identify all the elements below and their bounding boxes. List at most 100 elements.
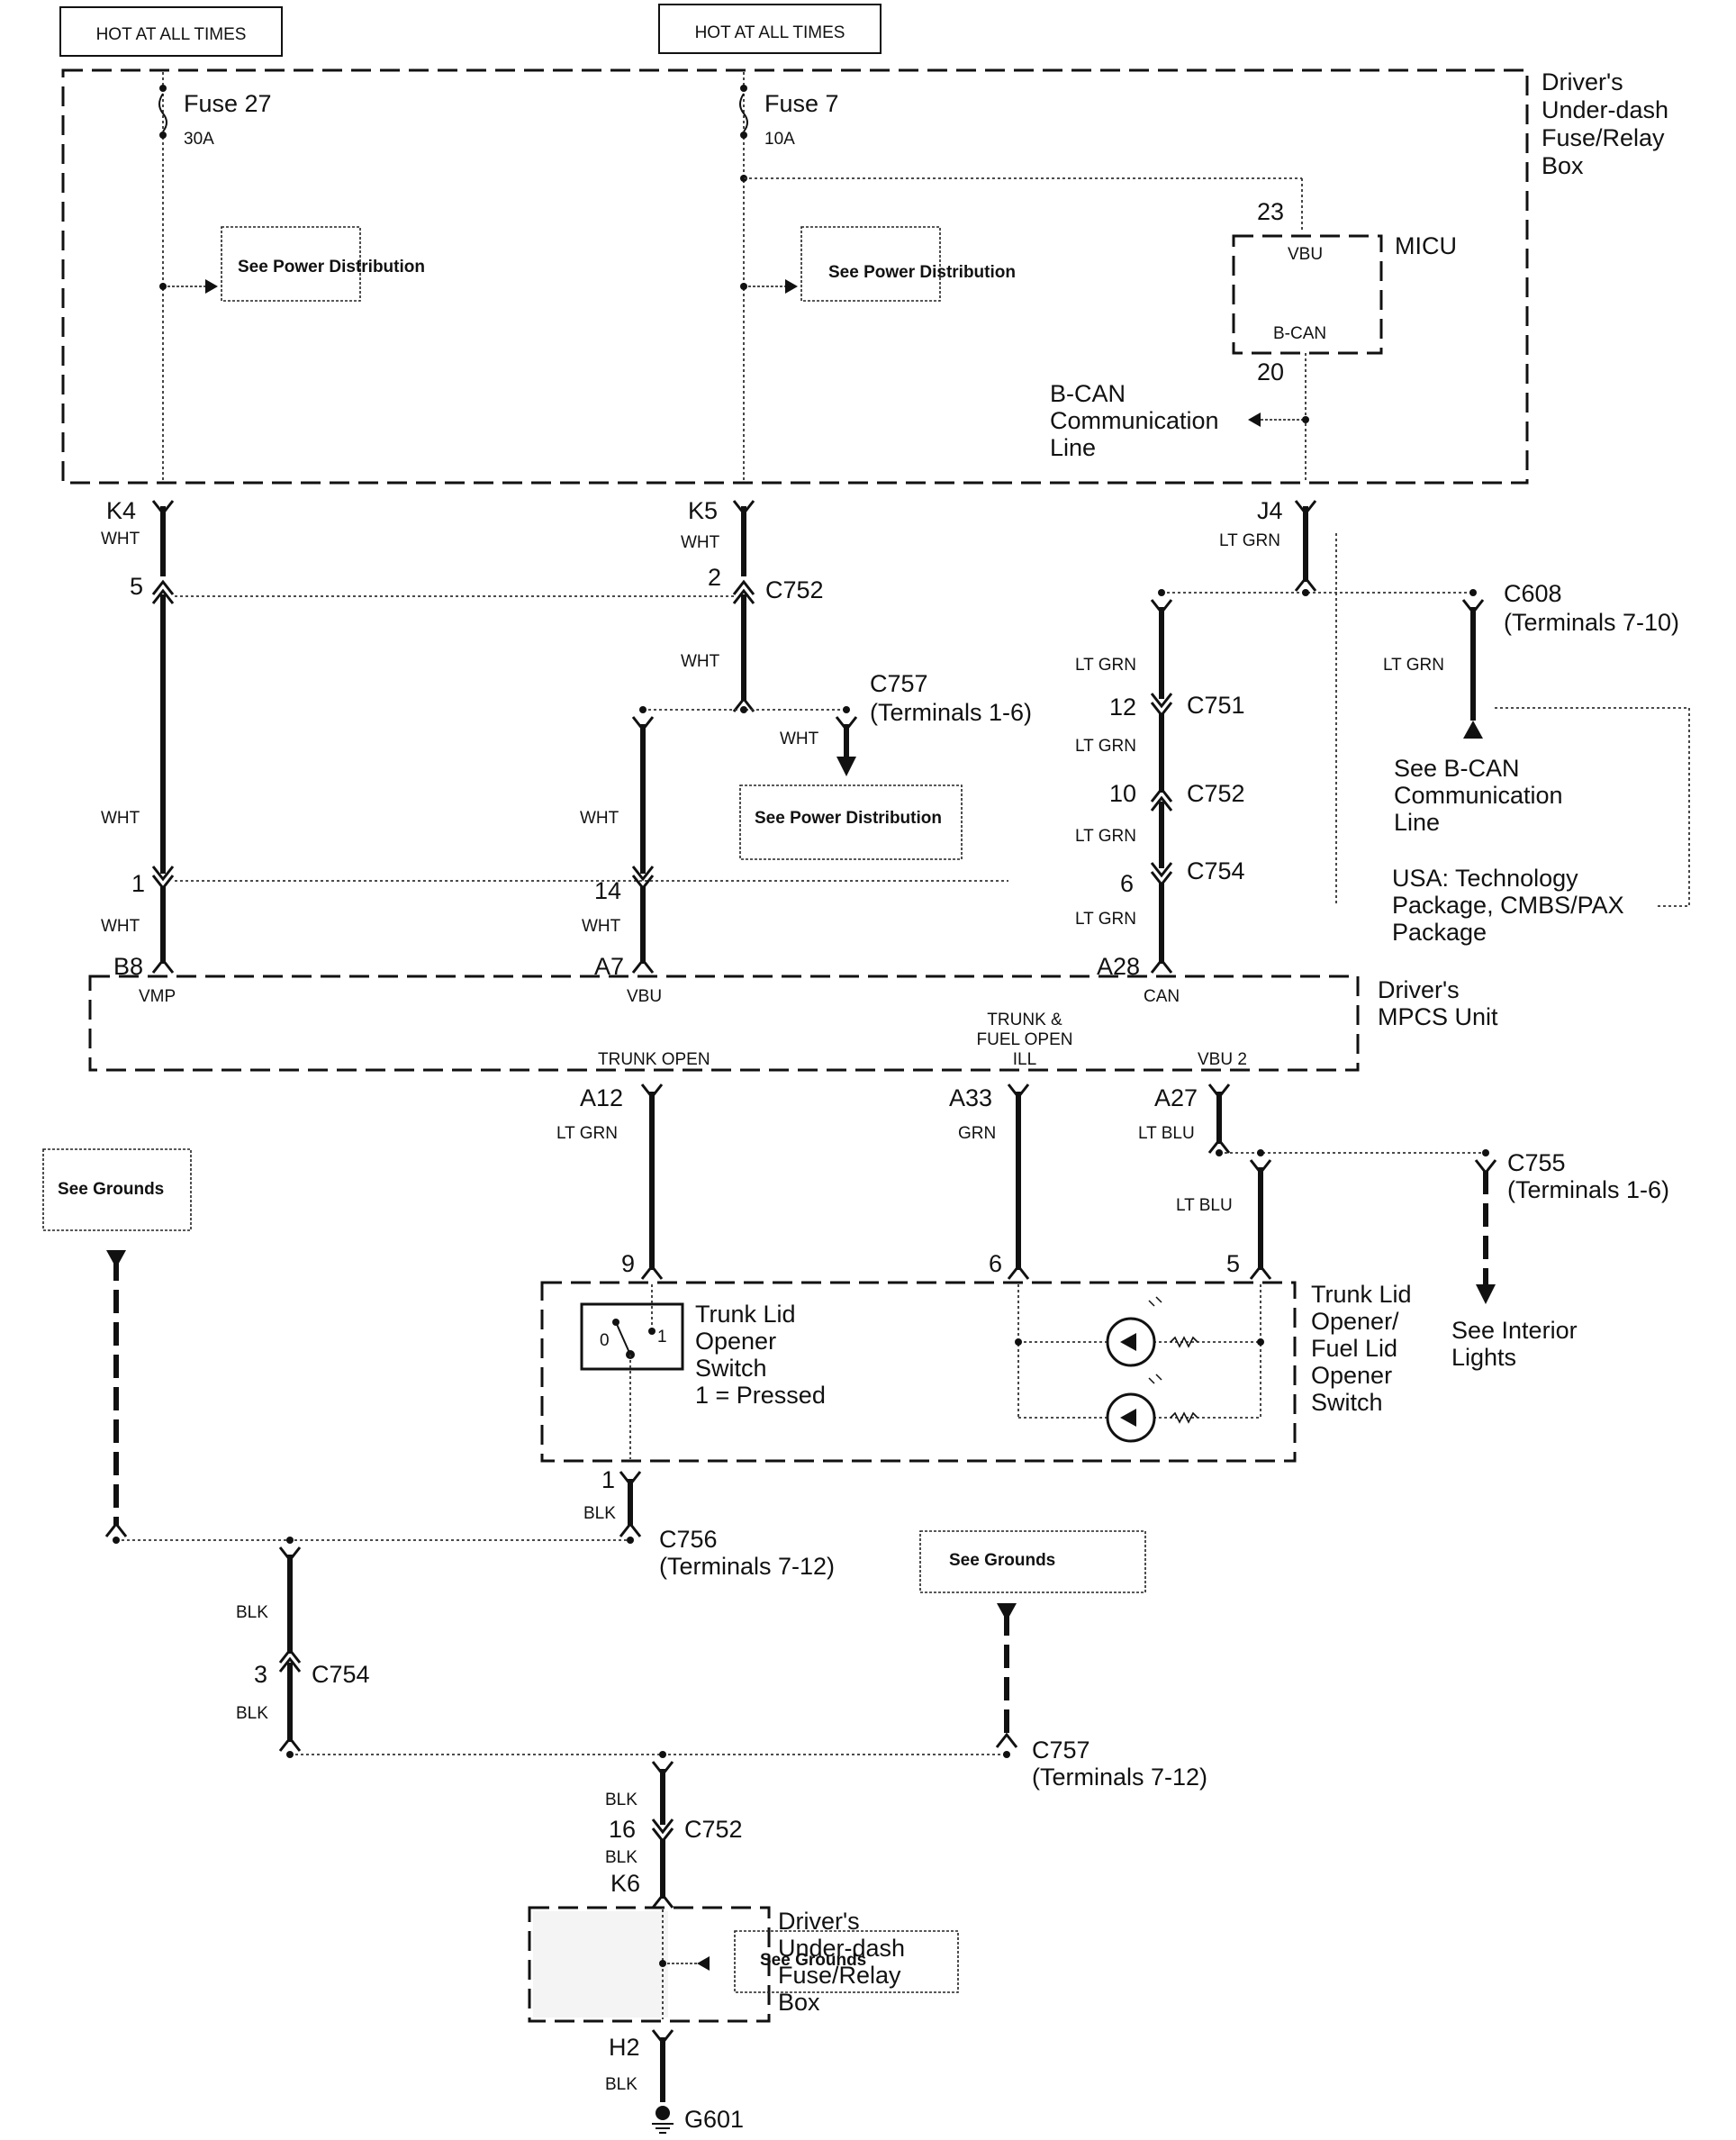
wire-color-label: BLK [605, 1791, 637, 1809]
pin-label: 9 [621, 1250, 635, 1277]
fuse-relay-box-top-label: Driver's Under-dash Fuse/Relay Box [1542, 68, 1668, 179]
wire-color-label: WHT [101, 917, 140, 936]
wire-h2[interactable] [651, 2029, 674, 2102]
wire-color-label: WHT [582, 917, 621, 936]
pin-label: 6 [1120, 870, 1134, 897]
svg-text:Opener: Opener [695, 1328, 776, 1355]
wire-c752-ground[interactable] [651, 1761, 674, 1909]
connector-c752: C752 [765, 576, 824, 603]
usa-package-note: USA: Technology Package, CMBS/PAX Packag… [1392, 865, 1624, 946]
switch-position-1: 1 [657, 1328, 667, 1347]
fuse-relay-box-top [61, 68, 1529, 485]
connector-terminals: (Terminals 1-6) [870, 699, 1032, 726]
wire-k4[interactable] [151, 500, 175, 974]
pin-label: 14 [594, 877, 621, 904]
svg-text:Fuel Lid: Fuel Lid [1311, 1335, 1397, 1362]
see-power-distribution-link[interactable]: See Power Distribution [238, 258, 425, 277]
svg-text:Fuse/Relay: Fuse/Relay [1542, 124, 1665, 151]
wire-color-label: WHT [681, 533, 720, 552]
svg-text:Under-dash: Under-dash [778, 1935, 905, 1962]
bcan-communication-line-label: B-CAN Communication Line [1050, 380, 1219, 461]
wire-vbu[interactable] [631, 716, 655, 974]
wire-c757-ground[interactable] [995, 1603, 1018, 1748]
wire-c608[interactable] [1461, 599, 1485, 739]
connector-c755: C755 [1507, 1149, 1566, 1176]
svg-text:Box: Box [778, 1989, 820, 2016]
mpcs-pin-vbu2: VBU 2 [1198, 1050, 1247, 1069]
fuse-7-rating: 10A [764, 130, 795, 149]
wire-color-label: LT GRN [556, 1124, 618, 1143]
wire-can[interactable] [1150, 599, 1173, 974]
see-grounds-link[interactable]: See Grounds [949, 1551, 1055, 1570]
connector-terminals: (Terminals 1-6) [1507, 1176, 1669, 1203]
wire-color-label: WHT [101, 530, 140, 549]
terminal-a27: A27 [1154, 1084, 1198, 1111]
wire-a27-branch[interactable] [1249, 1159, 1272, 1280]
wire-switch-ground[interactable] [619, 1471, 642, 1537]
mpcs-unit-label: Driver's MPCS Unit [1378, 976, 1498, 1030]
see-interior-lights-link[interactable]: See Interior Lights [1451, 1317, 1578, 1371]
wire-color-label: WHT [681, 652, 720, 671]
fuse-relay-box-bottom-label: Driver's Under-dash Fuse/Relay Box [778, 1908, 905, 2016]
wire-c755[interactable] [1474, 1159, 1497, 1304]
connector-c752: C752 [684, 1816, 743, 1843]
fuse-icon [158, 93, 167, 132]
wire-color-label: BLK [236, 1704, 268, 1723]
pin-label: 5 [1226, 1250, 1240, 1277]
micu-label: MICU [1395, 232, 1457, 259]
svg-text:Package, CMBS/PAX: Package, CMBS/PAX [1392, 892, 1624, 919]
micu-pin-bcan: B-CAN [1273, 324, 1326, 343]
pin-label: 3 [254, 1661, 267, 1688]
see-bcan-communication-line-link[interactable]: See B-CAN Communication Line [1394, 755, 1563, 836]
terminal-k4: K4 [106, 497, 136, 524]
resistor-icon [1170, 1336, 1198, 1348]
svg-text:Opener/: Opener/ [1311, 1308, 1399, 1335]
see-power-distribution-link[interactable]: See Power Distribution [755, 809, 942, 828]
svg-text:1 = Pressed: 1 = Pressed [695, 1382, 826, 1409]
svg-text:Driver's: Driver's [1542, 68, 1623, 95]
wire-color-label: BLK [236, 1603, 268, 1622]
svg-text:FUEL OPEN: FUEL OPEN [977, 1030, 1073, 1049]
wire-c754-ground[interactable] [278, 1546, 302, 1752]
wire-a12[interactable] [640, 1084, 664, 1280]
trunk-lid-opener-switch[interactable]: 0 1 [580, 1284, 684, 1459]
power-source-1: HOT AT ALL TIMES [59, 6, 283, 57]
wire-k5[interactable] [732, 500, 755, 712]
see-power-distribution-box[interactable] [221, 226, 361, 302]
svg-text:Driver's: Driver's [1378, 976, 1460, 1003]
pin-label: 10 [1109, 780, 1136, 807]
wire-color-label: LT GRN [1075, 910, 1136, 929]
see-power-distribution-box[interactable] [800, 226, 941, 302]
wire-color-label: BLK [583, 1504, 616, 1523]
svg-text:Line: Line [1050, 434, 1096, 461]
wire-j4[interactable] [1294, 500, 1317, 592]
wire-ground-left[interactable] [104, 1250, 128, 1537]
wire-a33[interactable] [1007, 1084, 1030, 1280]
mpcs-pin-vmp: VMP [139, 987, 176, 1006]
see-grounds-box[interactable] [42, 1148, 192, 1231]
see-power-distribution-box[interactable] [739, 784, 963, 860]
connector-c757: C757 [1032, 1736, 1090, 1764]
wire-color-label: LT GRN [1219, 531, 1280, 550]
see-grounds-link[interactable]: See Grounds [760, 1951, 866, 1970]
see-grounds-box[interactable] [919, 1530, 1146, 1593]
svg-text:Communication: Communication [1050, 407, 1219, 434]
wire-color-label: BLK [605, 2075, 637, 2094]
terminal-k5: K5 [688, 497, 718, 524]
wire-color-label: LT GRN [1075, 656, 1136, 675]
micu-pin-vbu: VBU [1288, 245, 1323, 264]
connector-c754: C754 [1187, 857, 1245, 884]
wire-c757-power[interactable] [835, 716, 858, 776]
see-power-distribution-link[interactable]: See Power Distribution [828, 263, 1016, 282]
svg-text:ILL: ILL [1013, 1050, 1036, 1069]
svg-text:Under-dash: Under-dash [1542, 96, 1668, 123]
see-grounds-link[interactable]: See Grounds [58, 1180, 164, 1199]
svg-text:See Interior: See Interior [1451, 1317, 1578, 1344]
terminal-a33: A33 [949, 1084, 992, 1111]
wire-a27[interactable] [1207, 1084, 1231, 1154]
trunk-lid-switch-label: Trunk Lid Opener Switch 1 = Pressed [695, 1301, 826, 1409]
wire-color-label: GRN [958, 1124, 996, 1143]
see-grounds-box[interactable] [734, 1930, 959, 1993]
svg-text:Line: Line [1394, 809, 1440, 836]
mpcs-unit-box [88, 975, 1360, 1072]
